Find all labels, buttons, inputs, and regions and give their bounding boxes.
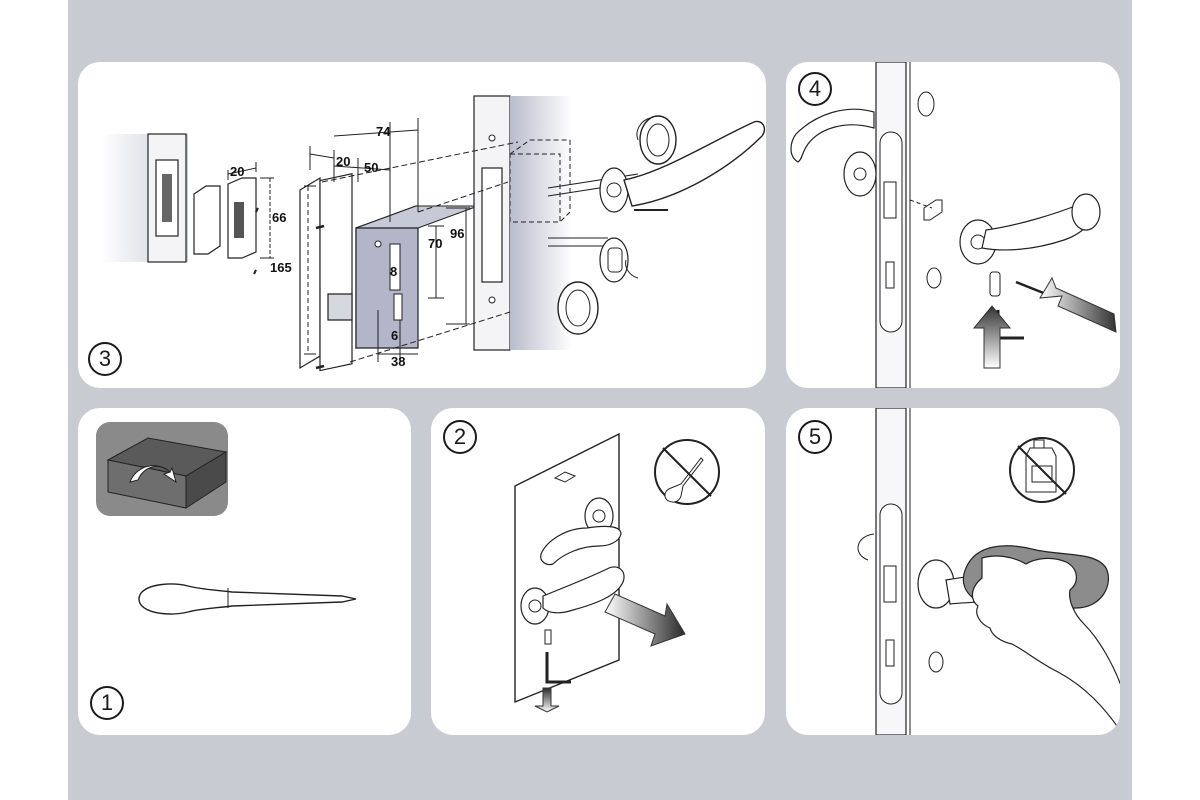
key-hole xyxy=(393,293,403,321)
door-mortise xyxy=(481,167,503,283)
dim-faceplate-height: 165 xyxy=(270,260,292,275)
dim-strike-height: 66 xyxy=(272,210,286,225)
front-handle-end xyxy=(1071,193,1101,231)
top-handle-lever xyxy=(540,525,622,566)
dim-backset: 50 xyxy=(364,160,378,175)
dim-lock-depth: 74 xyxy=(376,124,391,139)
lock-faceplate xyxy=(319,173,353,372)
thumbturn xyxy=(607,247,623,273)
step-3-panel: 20 66 74 20 50 165 8 xyxy=(78,62,766,388)
step-number-1: 1 xyxy=(90,686,124,720)
lock-case xyxy=(355,227,419,349)
lock-key-slot xyxy=(885,261,895,289)
step-4-panel: 4 xyxy=(786,62,1120,388)
arrow-pull-icon xyxy=(604,593,686,647)
cleaning-diagram xyxy=(857,408,1120,735)
prohibition-line xyxy=(1017,445,1067,495)
bottom-handle-lever xyxy=(542,566,625,614)
screwdriver-icon xyxy=(138,583,357,615)
lock-faceplate-edge xyxy=(299,176,321,370)
door-frame-jamb xyxy=(147,133,187,263)
strike-screw-top xyxy=(255,207,259,213)
strike-box xyxy=(193,185,221,255)
door-screw-hole-bottom xyxy=(488,296,496,304)
arrow-insert-icon xyxy=(1039,276,1117,333)
spindle-hole xyxy=(389,243,401,291)
arrow-down-icon xyxy=(534,687,560,713)
strike-recess xyxy=(162,174,172,222)
faceplate-screw-bottom xyxy=(315,364,325,370)
chisel-block-side xyxy=(185,451,227,509)
dim-case-depth: 38 xyxy=(391,354,405,369)
back-handle-rose xyxy=(857,533,875,561)
spindle xyxy=(923,199,943,221)
latch-bolt xyxy=(883,565,897,603)
step-1-panel: 1 xyxy=(78,408,411,735)
lock-assembly-diagram: 20 66 74 20 50 165 8 xyxy=(100,95,766,372)
key-hole xyxy=(926,267,942,289)
arrow-up-icon xyxy=(972,305,1012,369)
rotate-arrow-icon xyxy=(129,465,177,484)
tools-diagram xyxy=(96,422,357,615)
hand-icon xyxy=(971,555,1120,732)
dim-faceplate-offset: 20 xyxy=(336,154,350,169)
mortise-outline xyxy=(509,153,561,223)
rotate-arrow-top xyxy=(636,117,651,141)
step-5-panel: 5 xyxy=(786,408,1120,735)
step-number-4: 4 xyxy=(798,72,832,106)
handle-mounting-diagram xyxy=(790,62,1117,388)
key-hole xyxy=(928,651,944,673)
case-screw-hole xyxy=(374,240,382,248)
back-handle-lever xyxy=(790,108,875,163)
dim-strike-width: 20 xyxy=(230,164,244,179)
lock-faceplate xyxy=(879,503,903,705)
latch-bolt xyxy=(327,293,353,321)
strike-opening xyxy=(234,202,244,238)
grub-screw xyxy=(989,271,1001,297)
dim-spindle-to-key: 70 xyxy=(428,236,442,251)
prohibition-line xyxy=(662,447,712,497)
hang-hole xyxy=(553,471,577,483)
door-screw-hole-top xyxy=(488,134,496,142)
handle-removal-diagram xyxy=(514,432,720,713)
door-handle-lever xyxy=(623,120,766,207)
lock-key-slot xyxy=(885,639,895,667)
dim-key-hole: 6 xyxy=(391,328,398,343)
faceplate-screw-top xyxy=(315,224,325,230)
strike-screw-bottom xyxy=(253,269,257,275)
step-number-2: 2 xyxy=(443,420,477,454)
step-2-panel: 2 xyxy=(431,408,765,735)
screwdriver-icon xyxy=(664,457,704,503)
step-number-5: 5 xyxy=(798,420,832,454)
step-number-3: 3 xyxy=(88,342,122,376)
rotate-arrow-bottom xyxy=(625,259,639,279)
dim-spindle-square: 8 xyxy=(390,264,397,279)
lock-faceplate xyxy=(879,131,903,333)
dim-case-height: 96 xyxy=(450,226,464,241)
door-hole xyxy=(917,91,935,117)
latch-bolt xyxy=(883,181,897,219)
allen-key xyxy=(545,652,571,684)
allen-key-screw xyxy=(1015,280,1047,296)
grub-screw xyxy=(544,629,552,645)
lock-case-top xyxy=(355,205,479,229)
